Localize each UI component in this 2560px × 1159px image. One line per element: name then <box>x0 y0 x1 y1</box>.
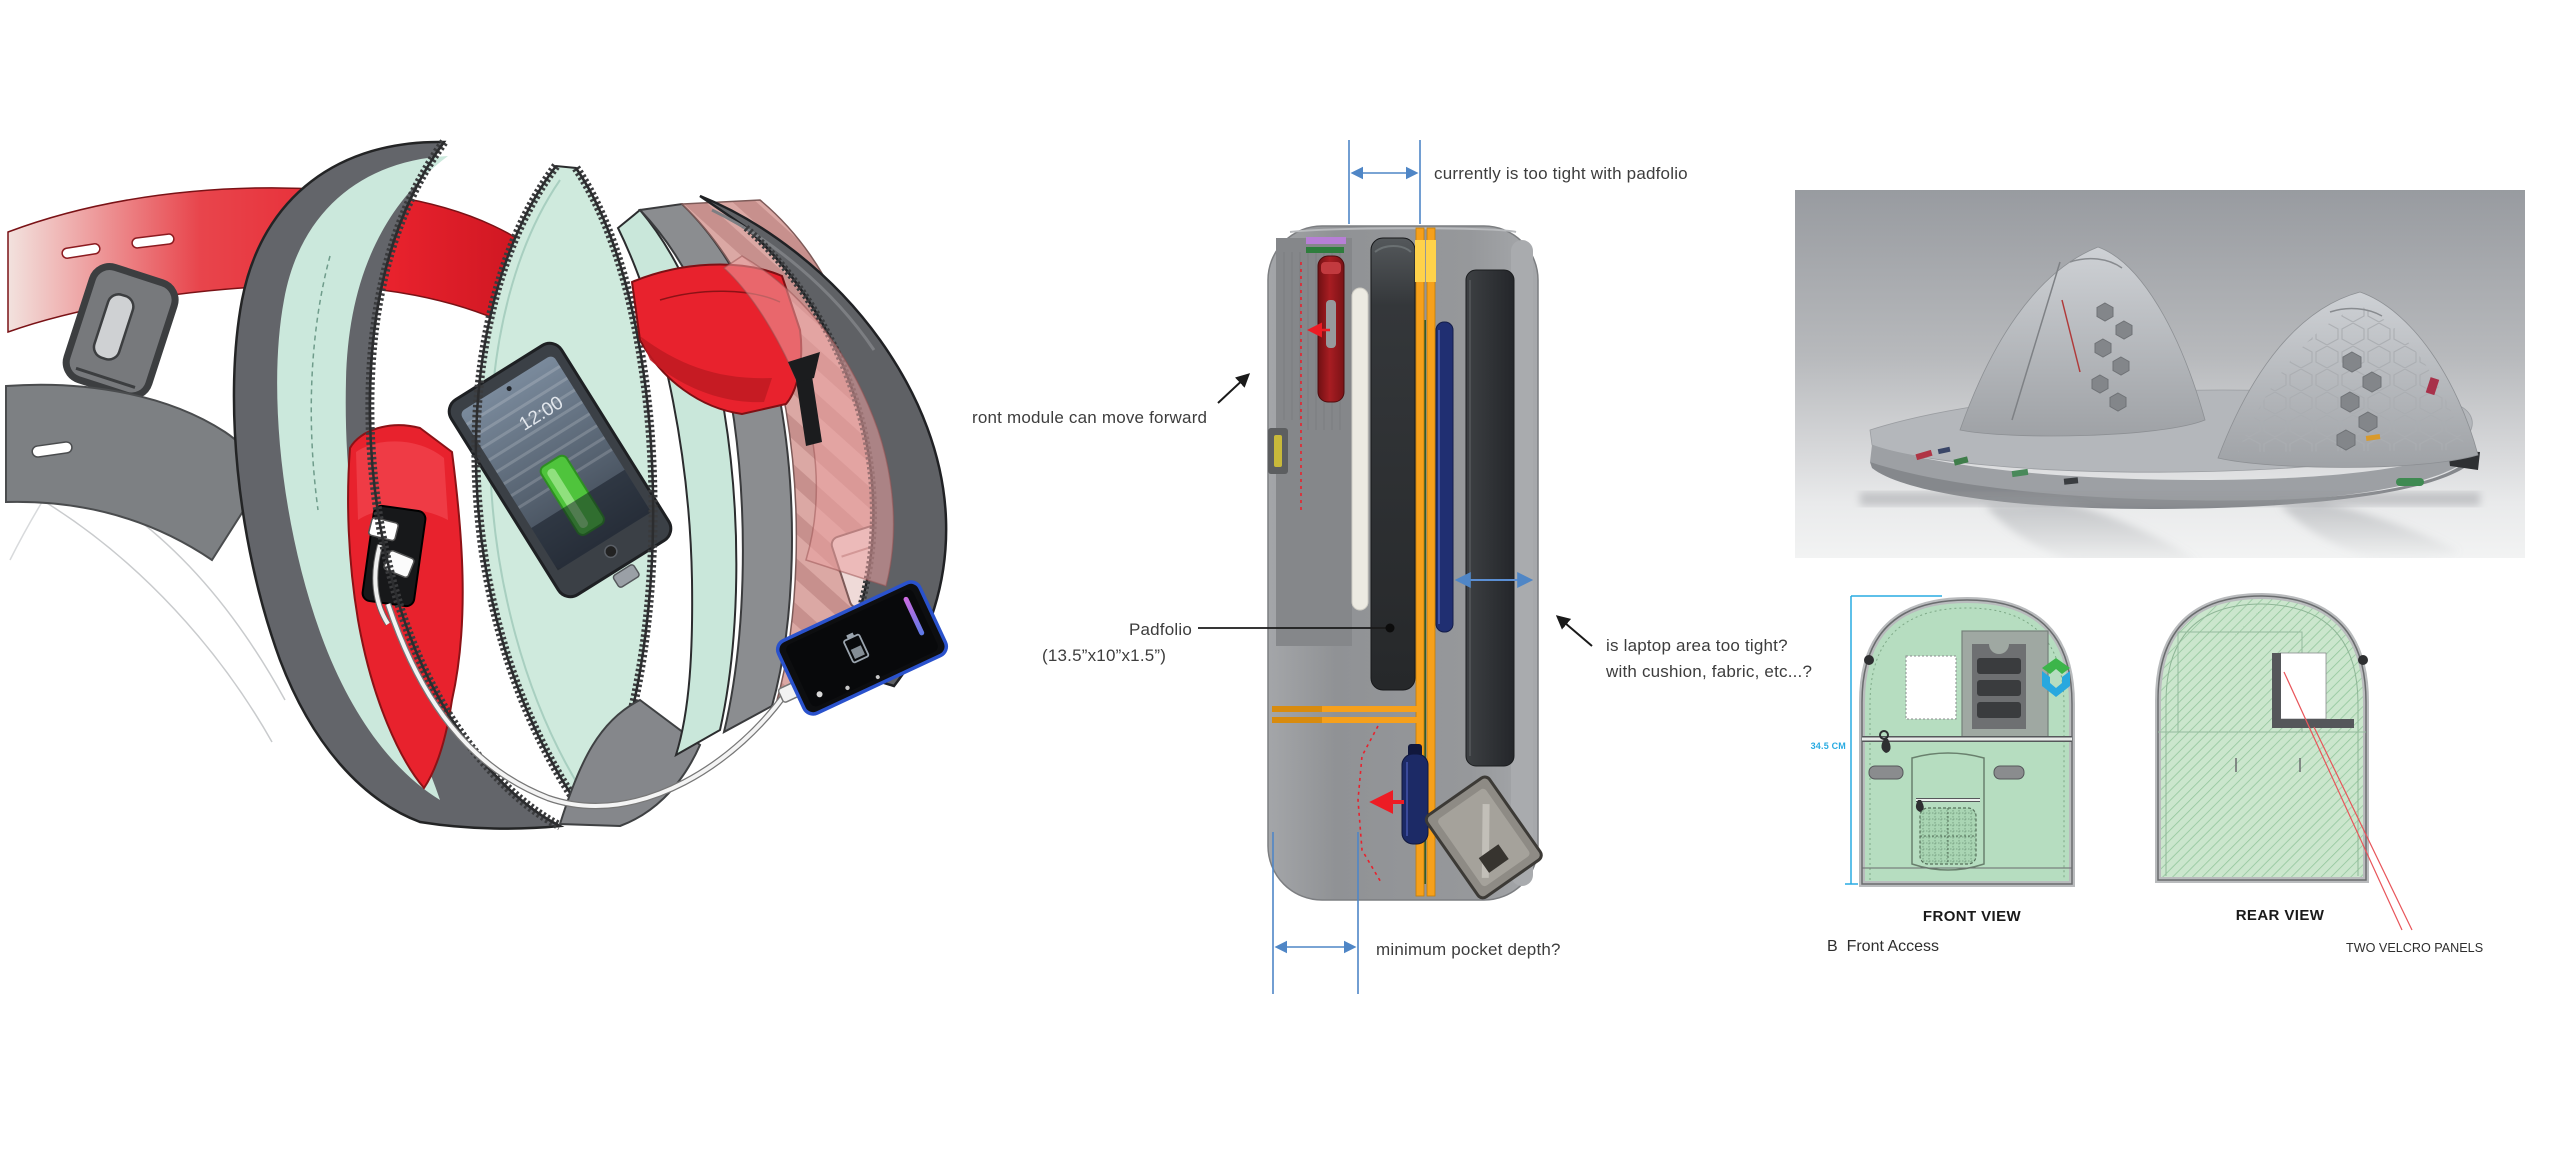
hex-cutouts <box>2336 351 2382 451</box>
backpack-open-illustration: 12:00 <box>5 139 949 830</box>
front-pouch <box>1911 752 1985 871</box>
zipper-stop <box>2358 655 2368 665</box>
zipper-stop <box>1864 655 1874 665</box>
front-module-arrow <box>1217 373 1251 404</box>
panel-views <box>1845 592 2413 931</box>
camera-dot <box>506 386 512 392</box>
cad-render <box>1795 190 2525 558</box>
right-fin <box>2217 291 2479 468</box>
annotation-front-module: ront module can move forward <box>972 408 1208 427</box>
left-fin <box>1959 246 2206 437</box>
strap-slot <box>31 441 73 458</box>
smartphone <box>775 580 949 716</box>
tablet: 12:00 <box>447 341 673 599</box>
annotation-padfolio-name: Padfolio <box>1128 620 1192 639</box>
blue-slab <box>1435 321 1454 633</box>
cross-section-diagram <box>1198 140 1593 994</box>
padfolio-slab <box>1370 237 1416 691</box>
front-view-label: FRONT VIEW <box>1922 908 2022 925</box>
middle-panel: 12:00 <box>447 163 673 810</box>
laptop-slab <box>1465 269 1515 767</box>
wallet <box>1424 775 1543 900</box>
dock-connector <box>612 564 640 588</box>
annotation-tight-top: currently is too tight with padfolio <box>1434 164 1688 183</box>
front-module-panel <box>616 194 948 758</box>
annotation-laptop-line1: is laptop area too tight? <box>1606 636 1788 655</box>
side-handle <box>1868 765 1904 780</box>
dimension-bottom <box>1272 832 1359 994</box>
section-label: B Front Access <box>1827 938 1940 955</box>
annotation-laptop-line2: with cushion, fabric, etc...? <box>1606 662 1813 681</box>
tablet-sleeve <box>1351 287 1369 611</box>
back-panel <box>232 139 565 830</box>
dimension-top <box>1348 140 1421 224</box>
brand-logo <box>2042 658 2070 697</box>
side-clip <box>1268 428 1288 474</box>
phone-battery-icon <box>843 632 870 664</box>
annotation-padfolio-dims: (13.5”x10”x1.5”) <box>1042 646 1167 665</box>
stylus <box>788 352 822 446</box>
velcro-window <box>2272 652 2354 728</box>
notification-bar <box>903 596 925 636</box>
zipper-detail-purple <box>1306 237 1346 244</box>
orange-strap-horizontal <box>1272 706 1418 723</box>
velcro-label: TWO VELCRO PANELS <box>2346 940 2484 955</box>
rear-view-label: REAR VIEW <box>2235 907 2325 924</box>
zipper-detail-green <box>1306 247 1344 253</box>
panel-lining <box>277 156 448 800</box>
zipper-teeth <box>741 223 877 670</box>
annotation-pocket-depth: minimum pocket depth? <box>1376 940 1561 959</box>
front-window <box>1905 655 1957 720</box>
gray-strap <box>5 383 258 562</box>
strap-clip <box>62 263 179 400</box>
main-zipper <box>1862 730 2072 753</box>
pocket-dotted-curve <box>1357 725 1383 885</box>
laptop-question-arrow <box>1555 615 1593 647</box>
home-button <box>604 544 618 559</box>
front-module-item <box>1317 255 1345 403</box>
floor-reflection <box>1860 492 2480 558</box>
water-bottle <box>1401 744 1429 845</box>
organizer-inset <box>1961 630 2049 741</box>
velcro-leader-lines <box>2283 671 2413 931</box>
orange-strap-vertical <box>1415 227 1436 897</box>
rear-view-drawing <box>2155 592 2413 931</box>
hex-cutouts <box>2091 302 2133 412</box>
height-dim-label: 34.5 CM <box>1810 741 1846 751</box>
front-view-drawing <box>1859 596 2075 887</box>
height-dimension <box>1845 595 1942 885</box>
padfolio-leader <box>1198 623 1395 633</box>
side-handle <box>1993 765 2025 780</box>
